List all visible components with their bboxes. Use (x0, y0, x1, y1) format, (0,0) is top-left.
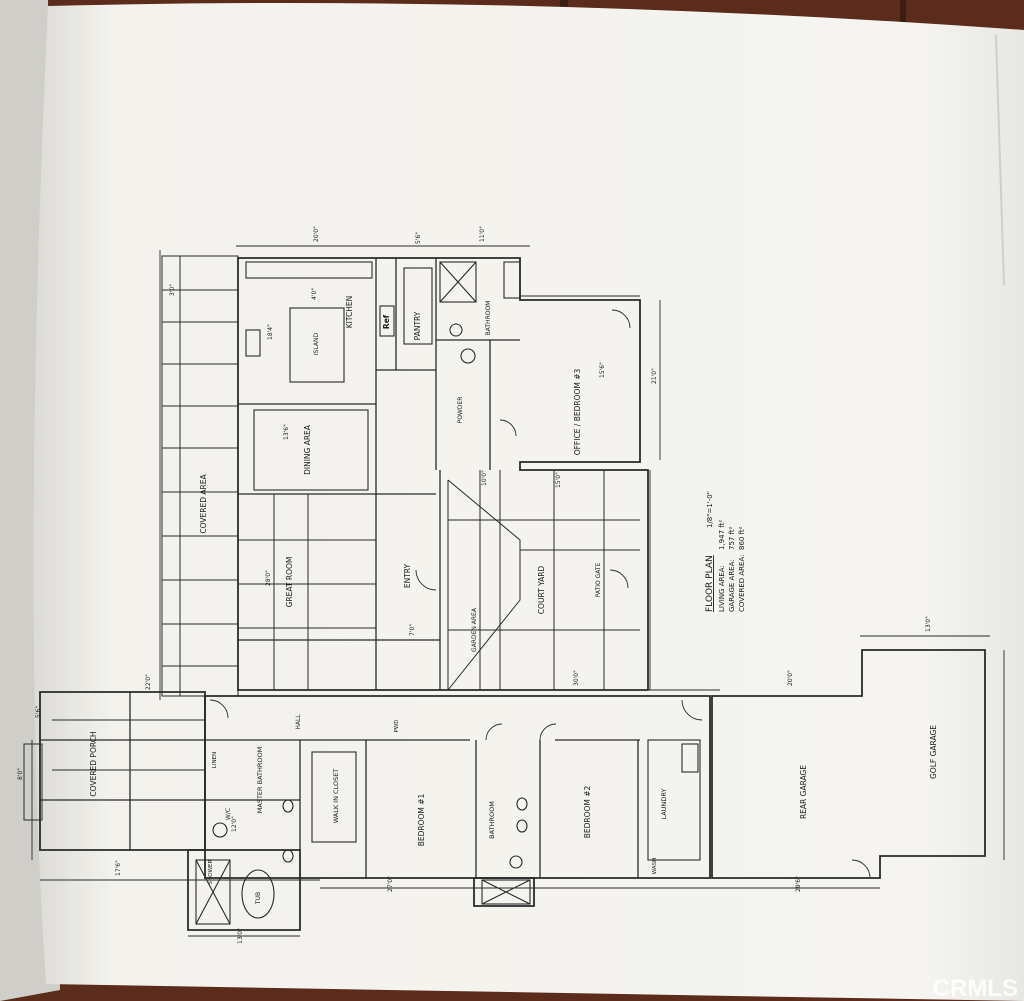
watermark-logo: CRMLS (933, 975, 1018, 1001)
label-ref: Ref (382, 314, 391, 329)
label-kitchen: KITCHEN (345, 296, 354, 329)
label-linen: LINEN (212, 752, 218, 768)
label-covered-porch: COVERED PORCH (89, 731, 98, 796)
label-entry: ENTRY (403, 563, 412, 588)
plan-title: FLOOR PLAN (705, 555, 715, 612)
label-pwd: PWD (394, 720, 400, 733)
label-rear-garage: REAR GARAGE (799, 765, 808, 819)
dim-label: 20'0" (787, 670, 794, 686)
bath-fixtures (195, 739, 701, 925)
floor-plan (23, 245, 1005, 937)
area-value-living: 1,947 ft² (718, 520, 726, 550)
dim-label: 13'0" (237, 928, 244, 944)
table-plank (900, 0, 906, 30)
label-courtyard: COURT YARD (537, 566, 546, 615)
dim-label: 12'0" (231, 816, 238, 832)
label-bathroom-2: BATHROOM (488, 801, 496, 839)
dim-label: 7'0" (409, 624, 416, 636)
label-hall: HALL (295, 714, 302, 730)
dim-label: 10'0" (481, 470, 488, 486)
title-block: FLOOR PLAN 1/8"=1'-0" LIVING AREA: 1,947… (705, 491, 746, 612)
label-walk-in-closet: WALK IN CLOSET (332, 769, 340, 824)
label-covered-area: COVERED AREA (199, 474, 208, 534)
area-value-covered: 860 ft² (738, 526, 746, 550)
label-office: OFFICE / BEDROOM #3 (573, 368, 582, 455)
dim-label: 11'0" (479, 226, 486, 242)
dim-label: 13'6" (283, 424, 290, 440)
label-dining: DINING AREA (303, 424, 312, 475)
dim-label: 17'6" (115, 860, 122, 876)
label-pantry: PANTRY (413, 311, 422, 340)
dim-label: 21'0" (651, 368, 658, 384)
dim-label: 18'4" (267, 324, 274, 340)
dim-label: 28'0" (265, 570, 272, 586)
label-wash: WASH (652, 858, 658, 875)
great-room-grid (238, 494, 376, 690)
area-label-covered: COVERED AREA: (738, 555, 746, 613)
label-laundry: LAUNDRY (660, 789, 668, 820)
dim-label: 15'6" (599, 362, 606, 378)
label-garden-area: GARDEN AREA (471, 607, 478, 652)
dim-label: 4'0" (311, 288, 318, 300)
porch-beams (23, 719, 205, 821)
label-golf-garage: GOLF GARAGE (929, 725, 938, 779)
kitchen-fixtures (245, 261, 521, 491)
label-bathroom-3: BATHROOM (485, 301, 492, 336)
label-tub: TUB (255, 892, 262, 905)
paper-fold-line (995, 34, 1005, 286)
covered-area-beams (161, 255, 239, 697)
dim-label: 5'6" (35, 706, 42, 718)
room-labels: KITCHEN ISLAND Ref PANTRY DINING AREA GR… (89, 296, 938, 905)
door-swings (209, 309, 871, 879)
courtyard-structure (447, 470, 640, 691)
dim-label: 22'0" (145, 674, 152, 690)
area-label-living: LIVING AREA: (718, 565, 726, 612)
dim-label: 30'0" (573, 670, 580, 686)
dim-label: 8'0" (17, 768, 24, 780)
label-patio-gate: PATIO GATE (595, 562, 602, 597)
label-great-room: GREAT ROOM (285, 557, 294, 608)
interior-walls (40, 258, 640, 878)
label-wc: W/C (225, 808, 232, 820)
dim-label: 20'0" (313, 226, 320, 242)
dim-label: 29'6" (795, 876, 802, 892)
dimension-labels: 20'0" 5'6" 11'0" 4'0" 18'4" 13'6" 28'0" … (17, 226, 932, 944)
area-value-garage: 757 ft² (728, 526, 736, 550)
label-bedroom-1: BEDROOM #1 (417, 793, 426, 846)
plan-scale: 1/8"=1'-0" (706, 491, 714, 528)
dim-label: 27'0" (387, 876, 394, 892)
dim-label: 13'0" (925, 616, 932, 632)
label-bedroom-2: BEDROOM #2 (583, 785, 592, 838)
label-master-bath: MASTER BATHROOM (256, 747, 264, 813)
paper-sheet (33, 3, 1024, 1001)
label-shower: SHOWER (208, 859, 214, 884)
dim-label: 3'0" (169, 284, 176, 296)
area-label-garage: GARAGE AREA: (728, 559, 736, 612)
dim-label: 5'6" (415, 232, 422, 244)
label-island: ISLAND (313, 332, 320, 355)
label-powder: POWDER (457, 397, 464, 424)
dim-label: 15'0" (555, 472, 562, 488)
